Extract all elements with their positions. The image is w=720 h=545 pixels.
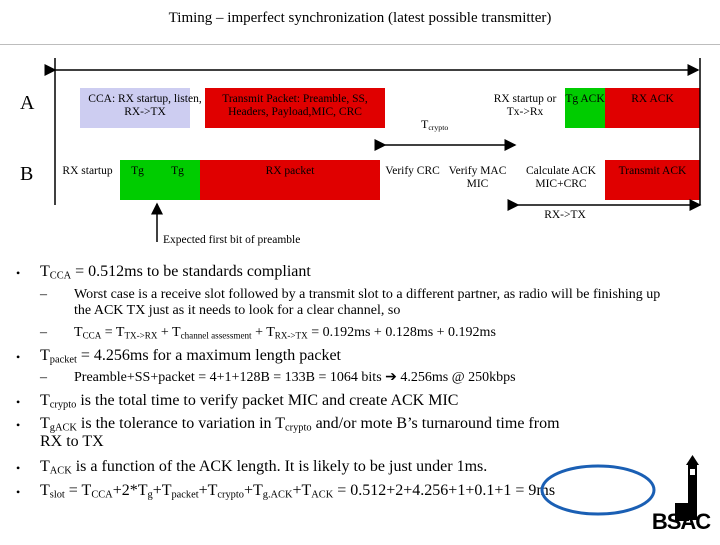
bullet-tpacket: •Tpacket = 4.256ms for a maximum length … <box>16 347 341 366</box>
bullet-tslot: •Tslot = TCCA+2*Tg+Tpacket+Tcrypto+Tg.AC… <box>16 482 556 501</box>
sub-bullet-worst-case: –Worst case is a receive slot followed b… <box>40 287 661 318</box>
row-label-a: A <box>20 92 35 114</box>
slide-title: Timing – imperfect synchronization (late… <box>168 10 552 26</box>
bullet-tcca: •TCCA = 0.512ms to be standards complian… <box>16 263 311 282</box>
row-b-rx-startup-box: RX startup <box>62 165 113 177</box>
row-b-calculate-ack-box: Calculate ACK MIC+CRC <box>526 165 596 190</box>
timing-arrows <box>44 58 702 242</box>
rx-tx-label: RX->TX <box>544 209 586 221</box>
row-a-rx-ack-box: RX ACK <box>605 88 700 128</box>
sub-bullet-preamble: –Preamble+SS+packet = 4+1+128B = 133B = … <box>40 370 516 385</box>
row-a-rx-startup-box: RX startup or Tx->Rx <box>493 93 557 118</box>
row-a-cca-box: CCA: RX startup, listen, RX->TX <box>88 93 202 118</box>
campanile-icon <box>675 455 699 521</box>
sub-bullet-tcca-equation: –TCCA = TTX->RX + Tchannel assessment + … <box>40 325 496 341</box>
title-divider <box>0 44 720 45</box>
row-a-transmit-packet-box: Transmit Packet: Preamble, SS, Headers, … <box>205 88 385 128</box>
row-b-tg-box-2: Tg <box>155 160 200 200</box>
row-b-transmit-ack-box: Transmit ACK <box>605 160 700 200</box>
bsac-logo: BSAC <box>642 455 720 540</box>
bullet-tgack: •TgACK is the tolerance to variation in … <box>16 415 560 450</box>
row-label-b: B <box>20 163 34 185</box>
expected-first-bit-label: Expected first bit of preamble <box>163 234 301 246</box>
t-crypto-label: Tcrypto <box>421 117 449 132</box>
row-a-tg-ack-box: Tg ACK <box>565 88 605 128</box>
bsac-logo-text: BSAC <box>651 509 711 534</box>
row-b-verify-mac-box: Verify MAC MIC <box>448 165 507 190</box>
row-b-rx-packet-box: RX packet <box>200 160 380 200</box>
cca-highlight <box>80 88 190 128</box>
row-b-verify-crc-box: Verify CRC <box>385 165 440 177</box>
bullet-tack: •TACK is a function of the ACK length. I… <box>16 458 488 477</box>
bullet-tcrypto: •Tcrypto is the total time to verify pac… <box>16 392 459 411</box>
row-b-tg-box-1: Tg <box>120 160 155 200</box>
arrow-icon: ➔ <box>385 370 397 385</box>
